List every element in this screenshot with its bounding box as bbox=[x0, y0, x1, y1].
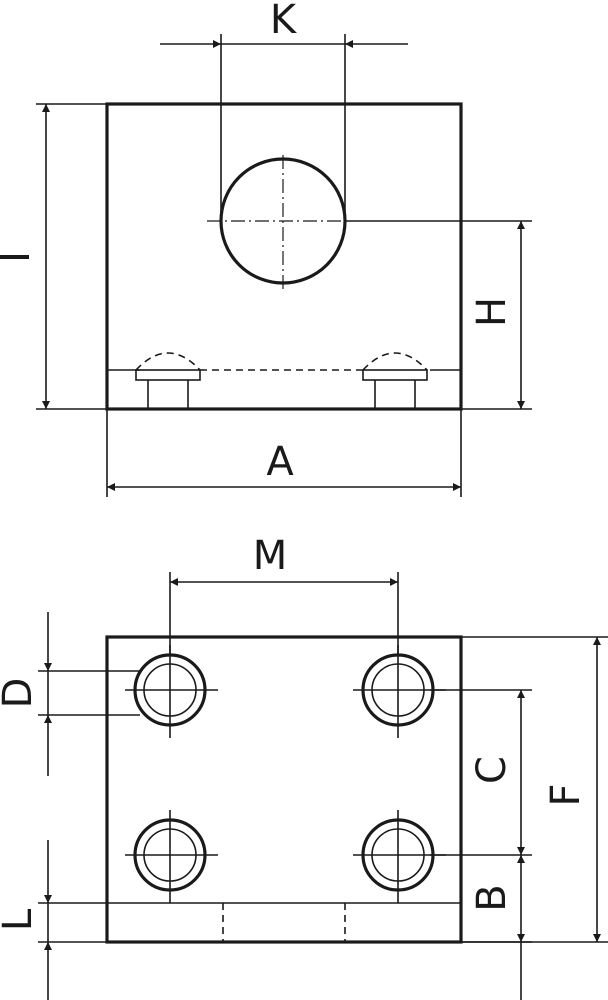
front-view-outline bbox=[105, 102, 463, 411]
front-view: K I H A bbox=[0, 0, 532, 497]
dimension-f: F bbox=[461, 636, 608, 943]
dimension-m: M bbox=[169, 533, 399, 655]
hole-bottom-left bbox=[125, 810, 218, 903]
hole-top-left bbox=[125, 645, 218, 738]
label-f: F bbox=[543, 783, 589, 806]
top-view-outline bbox=[105, 635, 463, 944]
dimension-c: C bbox=[430, 689, 532, 856]
dimension-i: I bbox=[0, 103, 107, 410]
label-a: A bbox=[266, 439, 294, 485]
hole-top-right bbox=[353, 645, 446, 738]
dimension-l: L bbox=[0, 840, 107, 1000]
label-k: K bbox=[270, 0, 298, 43]
label-d: D bbox=[0, 678, 41, 709]
dimension-b: B bbox=[461, 855, 532, 1000]
label-h: H bbox=[469, 297, 515, 327]
screw-right bbox=[362, 352, 428, 409]
dimension-k: K bbox=[160, 0, 408, 221]
label-m: M bbox=[253, 533, 288, 579]
hole-bottom-right bbox=[353, 810, 446, 903]
label-l: L bbox=[0, 908, 41, 931]
dimension-a: A bbox=[106, 409, 462, 497]
screw-left bbox=[135, 352, 201, 409]
dimension-d: D bbox=[0, 612, 140, 776]
top-view: M D L C bbox=[0, 533, 608, 1000]
label-i: I bbox=[0, 251, 39, 263]
dimension-h: H bbox=[345, 220, 532, 410]
label-b: B bbox=[469, 884, 515, 911]
label-c: C bbox=[469, 756, 515, 784]
